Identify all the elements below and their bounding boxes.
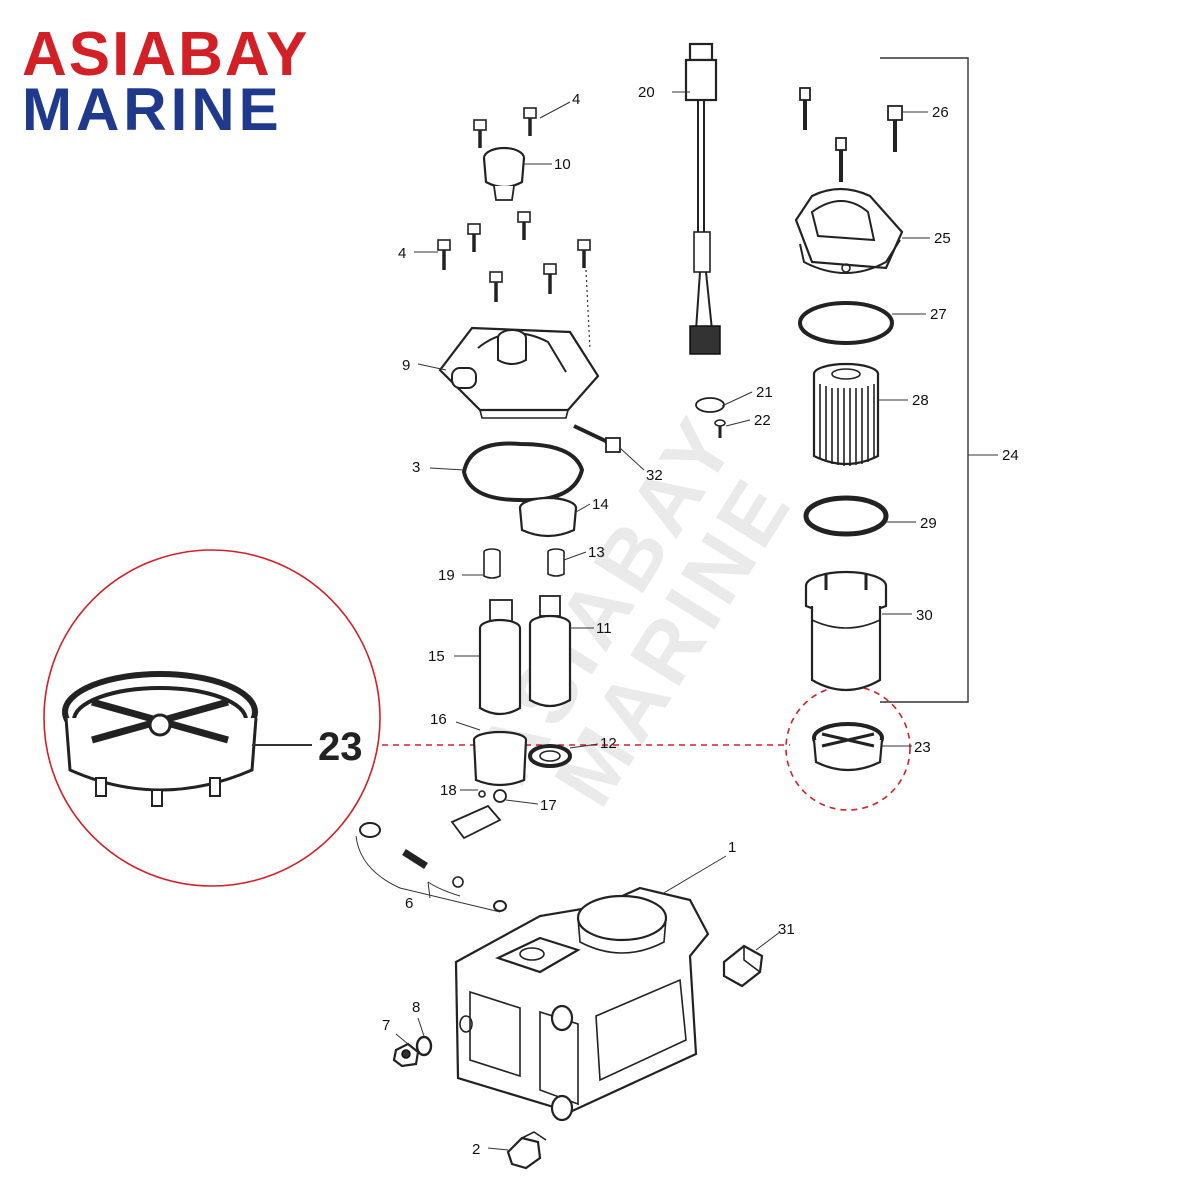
label-part-6: 6 — [405, 895, 413, 912]
part-9-pump-cover — [438, 326, 600, 419]
brand-logo-line2: MARINE — [22, 76, 283, 143]
label-part-4-top: 4 — [572, 91, 580, 108]
part-23-strainer — [812, 722, 884, 772]
part-6-spring-kit — [355, 822, 507, 913]
part-26-screws — [799, 87, 903, 182]
part-12-grommet — [528, 744, 572, 768]
callout-detail: 23 — [43, 549, 911, 887]
part-29-seal-ring — [803, 495, 889, 537]
part-1-main-housing — [454, 886, 710, 1122]
part-11-fuel-pump — [528, 595, 572, 708]
part-24-bracket — [880, 57, 998, 703]
part-labels: 1 2 3 4 4 6 7 8 9 10 11 12 13 14 15 16 1… — [382, 84, 1019, 1158]
part-25-filter-cap — [794, 187, 904, 274]
part-16-sleeve — [472, 730, 528, 787]
label-part-7: 7 — [382, 1017, 390, 1034]
part-3-gasket — [461, 441, 585, 503]
part-20-wiring-harness — [684, 42, 721, 355]
label-part-13: 13 — [588, 544, 605, 561]
label-part-24: 24 — [1002, 447, 1019, 464]
label-part-23: 23 — [914, 739, 931, 756]
label-part-12: 12 — [600, 735, 617, 752]
part-13-sleeve — [547, 548, 565, 577]
label-part-21: 21 — [756, 384, 773, 401]
label-part-30: 30 — [916, 607, 933, 624]
part-19-sleeve — [483, 548, 501, 579]
label-part-22: 22 — [754, 412, 771, 429]
part-32-sensor — [573, 424, 621, 453]
part-7-plug — [392, 1042, 420, 1068]
part-4-bolts — [437, 107, 591, 351]
part-31-fitting — [722, 944, 764, 988]
label-part-29: 29 — [920, 515, 937, 532]
part-14-insulator — [518, 496, 578, 538]
brand-logo-line1: ASIABAY — [22, 20, 310, 89]
label-part-2: 2 — [472, 1141, 480, 1158]
label-part-10: 10 — [554, 156, 571, 173]
callout-circle — [43, 549, 381, 887]
label-part-31: 31 — [778, 921, 795, 938]
callout-label: 23 — [318, 725, 363, 769]
label-part-25: 25 — [934, 230, 951, 247]
label-part-18: 18 — [440, 782, 457, 799]
part-21-washer — [695, 397, 725, 413]
label-part-4-left: 4 — [398, 245, 406, 262]
label-part-1: 1 — [728, 839, 736, 856]
part-10-pressure-regulator — [482, 146, 526, 201]
label-part-11: 11 — [596, 620, 612, 637]
callout-part-23-enlarged — [62, 671, 258, 807]
label-part-20: 20 — [638, 84, 655, 101]
part-27-o-ring — [798, 301, 894, 345]
part-17-strainer — [450, 789, 507, 840]
label-part-28: 28 — [912, 392, 929, 409]
part-2-fitting — [506, 1131, 547, 1170]
part-30-filter-bowl — [804, 570, 888, 691]
label-part-14: 14 — [592, 496, 609, 513]
label-part-9: 9 — [402, 357, 410, 374]
part-28-filter-element — [812, 362, 880, 466]
part-22-screw — [714, 419, 726, 438]
label-part-19: 19 — [438, 567, 455, 584]
label-part-16: 16 — [430, 711, 447, 728]
part-15-fuel-pump — [478, 599, 522, 716]
label-part-26: 26 — [932, 104, 949, 121]
label-part-27: 27 — [930, 306, 947, 323]
label-part-17: 17 — [540, 797, 557, 814]
part-18-pin — [478, 790, 486, 798]
label-part-8: 8 — [412, 999, 420, 1016]
label-part-15: 15 — [428, 648, 445, 665]
part-8-washer — [415, 1035, 433, 1057]
label-part-32: 32 — [646, 467, 663, 484]
label-part-3: 3 — [412, 459, 420, 476]
leader-lines — [395, 91, 930, 1151]
